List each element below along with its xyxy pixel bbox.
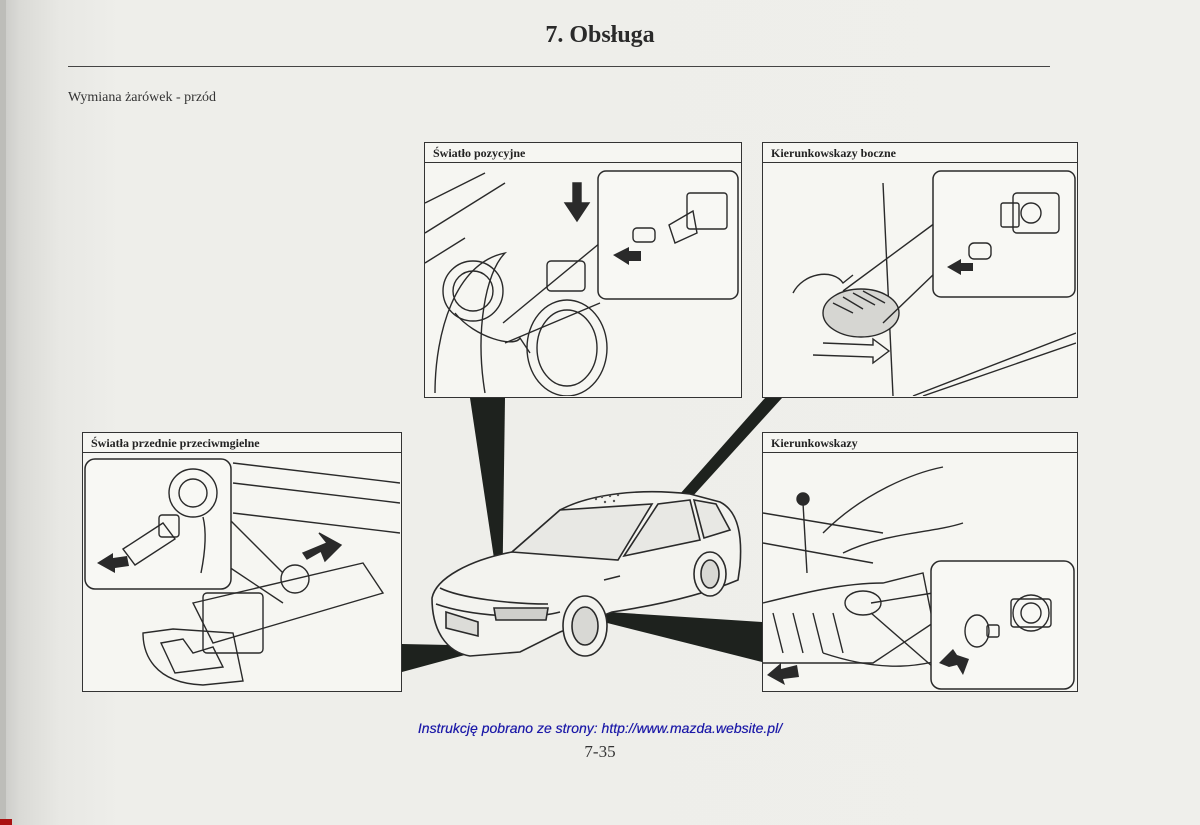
panel-side-indicators: Kierunkowskazy boczne xyxy=(762,142,1078,398)
arrow-left-icon xyxy=(767,663,799,685)
car-body xyxy=(431,490,742,657)
side-indicator-illustration xyxy=(792,170,1076,396)
panel-fog-lights: Światła przednie przeciwmgielne xyxy=(82,432,402,692)
panel-caption: Światło pozycyjne xyxy=(425,143,741,163)
page-number: 7-35 xyxy=(584,742,616,761)
panel-caption: Światła przednie przeciwmgielne xyxy=(83,433,401,453)
arrow-left-icon xyxy=(613,247,641,265)
panel-caption: Kierunkowskazy boczne xyxy=(763,143,1077,163)
fog-light-illustration xyxy=(84,458,400,686)
panel-turn-signals: Kierunkowskazy xyxy=(762,432,1078,692)
arrow-curve-icon xyxy=(939,649,969,675)
source-note: Instrukcję pobrano ze strony: http://www… xyxy=(417,720,783,736)
cover-corner xyxy=(0,819,12,825)
page-title: 7. Obsługa xyxy=(545,22,655,48)
section-heading: Wymiana żarówek - przód xyxy=(68,90,217,105)
turn-signal-illustration xyxy=(763,466,1075,690)
arrow-left-icon xyxy=(97,553,129,573)
header-rule xyxy=(68,66,1050,67)
panel-position-light: Światło pozycyjne xyxy=(424,142,742,398)
arrow-left-icon xyxy=(947,259,973,275)
position-light-illustration xyxy=(425,170,739,396)
cover-edge xyxy=(0,0,6,825)
car-roof-detail xyxy=(594,493,620,504)
panel-caption: Kierunkowskazy xyxy=(763,433,1077,453)
